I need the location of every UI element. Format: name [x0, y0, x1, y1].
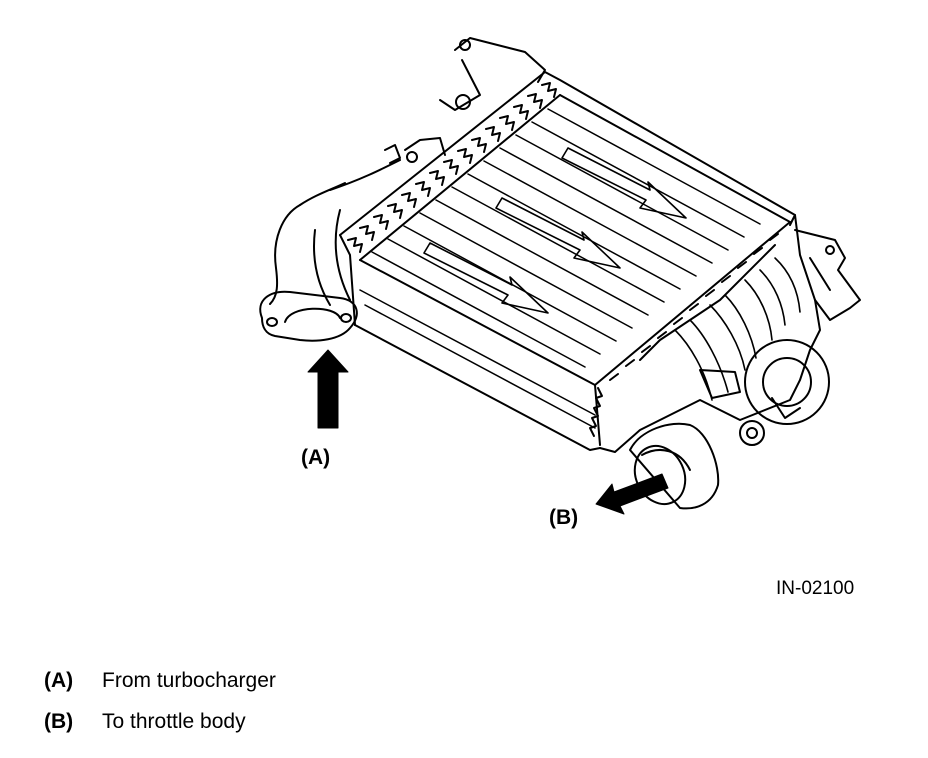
outlet-flow-arrow [595, 473, 669, 515]
intercooler-diagram [259, 37, 861, 515]
callout-label-b: (B) [549, 506, 579, 529]
legend-item: (A) From turbocharger [44, 670, 276, 691]
inlet-duct [259, 159, 401, 342]
callout-label-a: (A) [301, 446, 331, 469]
legend-text: From turbocharger [102, 669, 276, 692]
inlet-flow-arrow [307, 349, 349, 429]
flow-arrows [423, 147, 687, 314]
legend-key: (A) [44, 669, 74, 692]
figure-id: IN-02100 [776, 578, 855, 599]
legend-text: To throttle body [102, 710, 246, 733]
legend-key: (B) [44, 710, 74, 733]
legend-item: (B) To throttle body [44, 711, 246, 732]
outlet-end-tank [599, 214, 861, 453]
top-bracket [384, 37, 546, 164]
intercooler-core [339, 71, 796, 451]
